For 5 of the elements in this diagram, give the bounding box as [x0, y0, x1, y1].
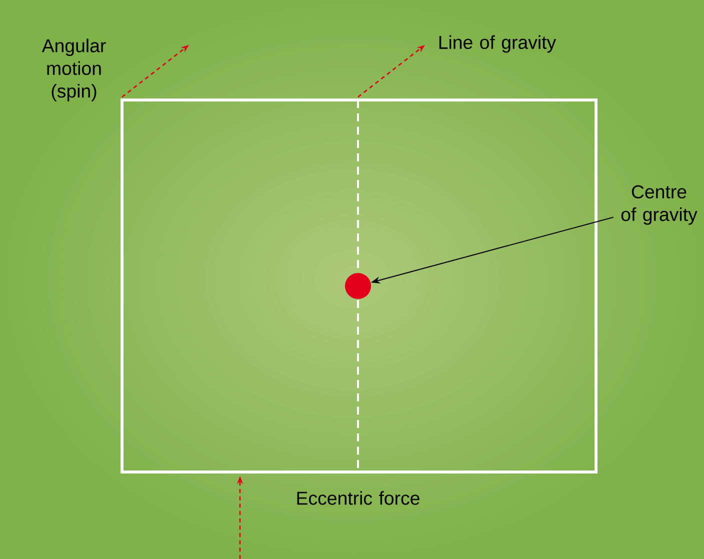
callout-label: Line of gravity	[439, 35, 556, 53]
callout-label: Centre of gravity	[621, 185, 698, 225]
callout-label: Eccentric force	[297, 491, 420, 505]
callout-label: Angular motion (spin)	[42, 38, 106, 102]
centre-dot	[345, 273, 371, 299]
